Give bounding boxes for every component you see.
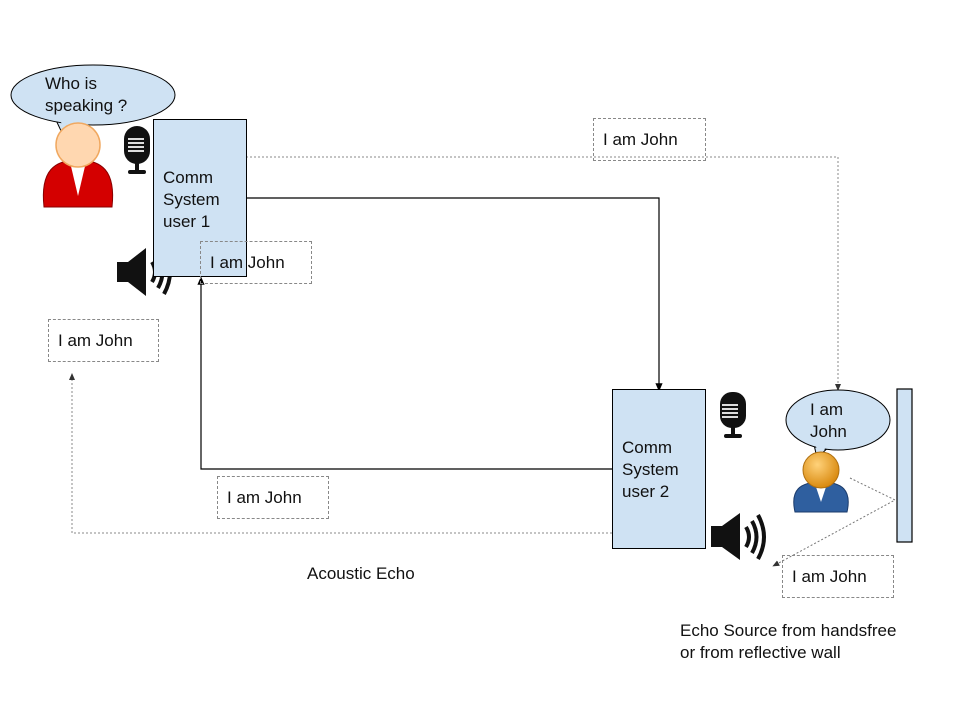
person-user2-icon	[793, 451, 849, 513]
echo-source-caption: Echo Source from handsfree or from refle…	[680, 621, 897, 662]
speech-bubble-user2	[785, 389, 891, 459]
message-label-transmitted-echo: I am John	[217, 476, 329, 519]
signal-line-user2-to-user1	[197, 276, 612, 470]
microphone-user1-icon	[124, 126, 150, 174]
signal-line-user1-to-user2	[246, 197, 663, 392]
comm-system-user2-label: Comm System user 2	[622, 438, 679, 501]
message-label-echo-heard: I am John	[48, 319, 159, 362]
bubble-text-user1: Who is speaking ?	[45, 74, 128, 115]
diagram-title: Acoustic Echo	[307, 564, 415, 583]
comm-system-user1-label: Comm System user 1	[163, 168, 220, 231]
speaker-user2-icon	[711, 513, 766, 560]
microphone-user2-icon	[720, 392, 746, 438]
person-user1-icon	[42, 122, 114, 208]
message-label-acoustic: I am John	[593, 118, 706, 161]
bubble-text-user2: I am John	[810, 400, 847, 441]
message-label-return: I am John	[200, 241, 312, 284]
comm-system-user2-box: Comm System user 2	[612, 389, 706, 549]
wall-reflection-path	[772, 477, 897, 567]
message-label-reflected: I am John	[782, 555, 894, 598]
echo-path-to-user1	[69, 373, 612, 534]
acoustic-path-user1-to-user2	[246, 156, 841, 391]
reflective-wall	[896, 388, 913, 543]
